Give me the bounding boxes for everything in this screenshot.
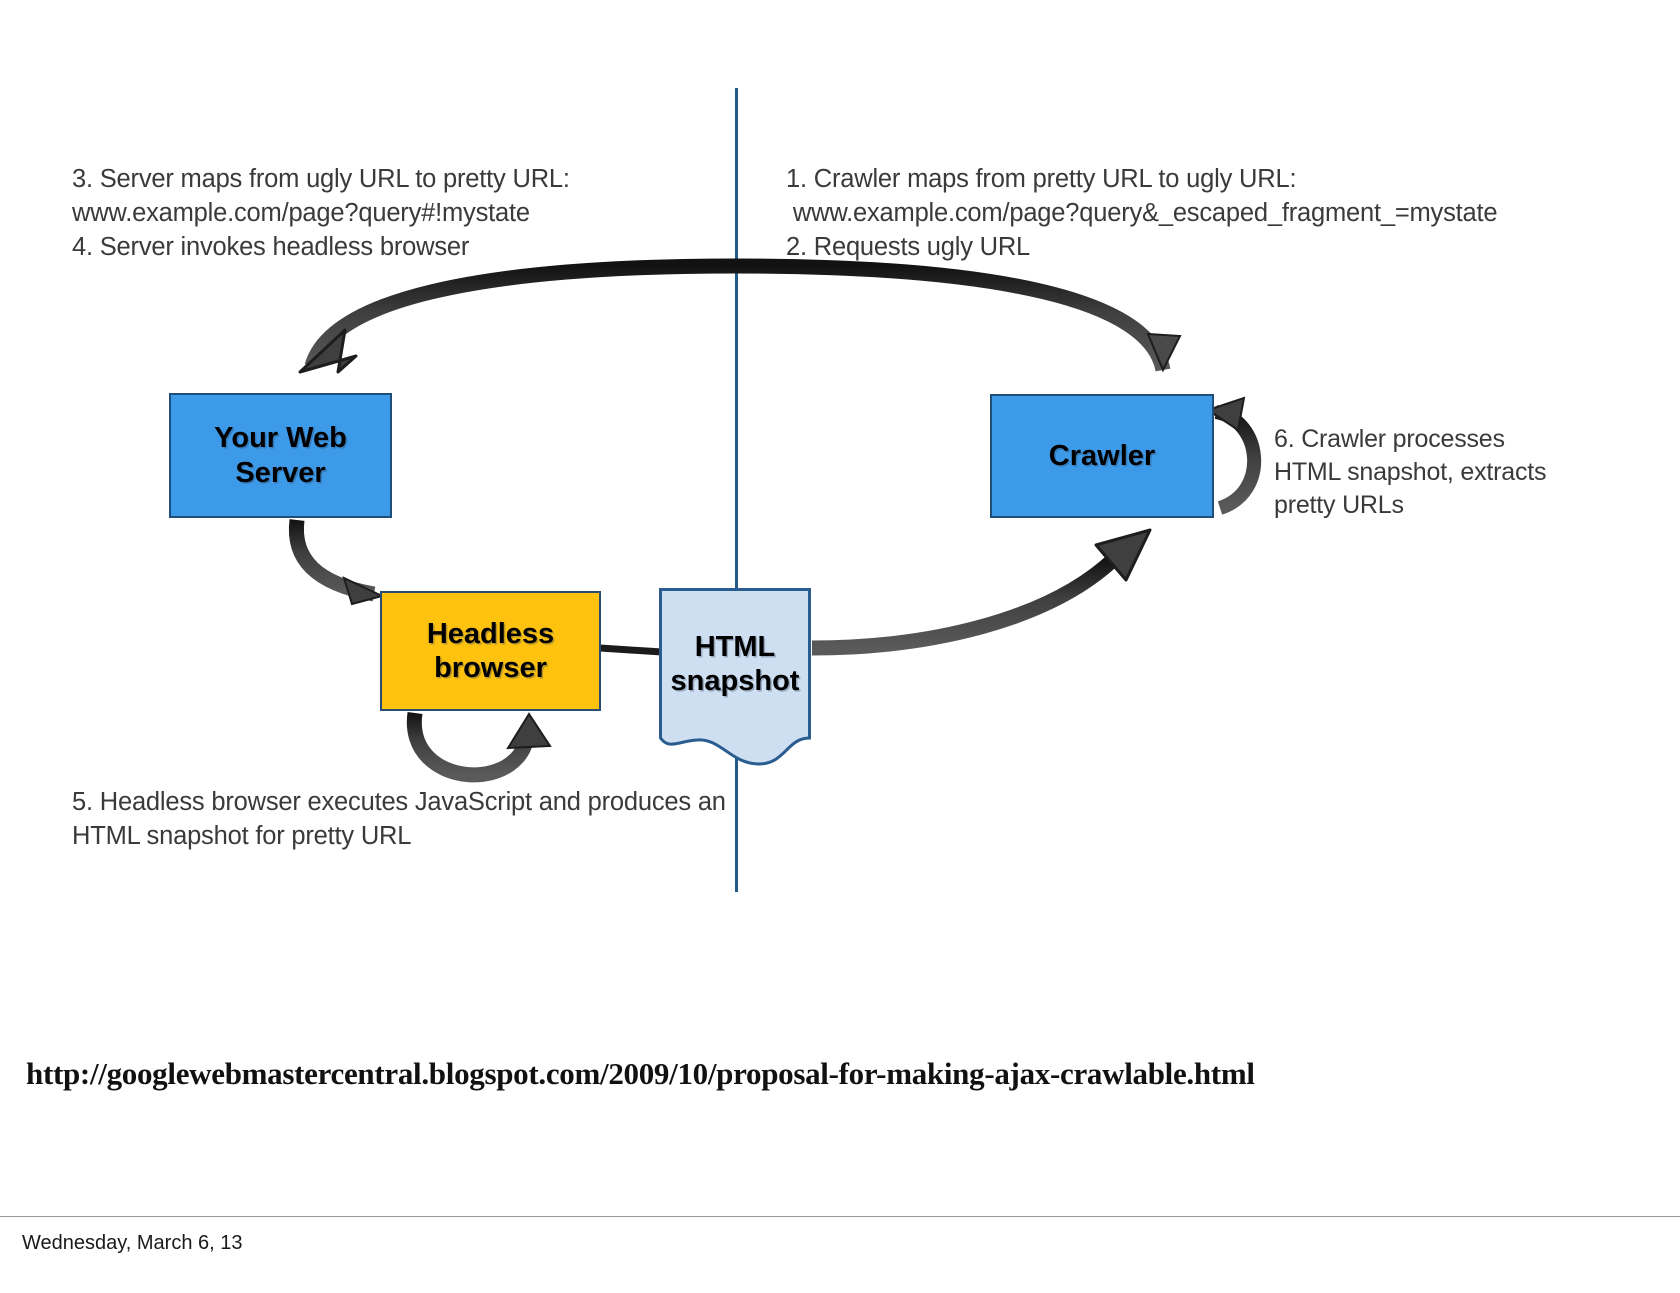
node-html-snapshot[interactable]: HTML snapshot [659, 588, 811, 766]
node-html-snapshot-label: HTML snapshot [670, 630, 800, 697]
arrows-layer [288, 258, 1261, 783]
source-url-link[interactable]: http://googlewebmastercentral.blogspot.c… [26, 1056, 1255, 1091]
slide-date: Wednesday, March 6, 13 [22, 1232, 243, 1254]
arrow-crawler-self-loop [1205, 396, 1261, 515]
vertical-divider-line [735, 88, 738, 892]
node-headless-browser[interactable]: Headless browser [380, 591, 601, 711]
annotation-server-steps: 3. Server maps from ugly URL to pretty U… [72, 165, 570, 261]
arrow-headless-self-loop [406, 711, 552, 783]
node-your-web-server[interactable]: Your Web Server [169, 393, 392, 518]
node-headless-browser-label: Headless browser [426, 617, 555, 684]
document-shape-icon [659, 588, 811, 766]
diagram: 3. Server maps from ugly URL to pretty U… [72, 88, 1547, 892]
connector-headless-to-snapshot [599, 644, 663, 656]
annotation-step-6: 6. Crawler processes HTML snapshot, extr… [1274, 425, 1547, 519]
node-crawler[interactable]: Crawler [990, 394, 1214, 518]
footer-divider [0, 1216, 1680, 1217]
arrow-server-to-headless [288, 519, 385, 606]
annotation-crawler-steps: 1. Crawler maps from pretty URL to ugly … [786, 165, 1498, 261]
node-your-web-server-label: Your Web Server [214, 422, 347, 489]
arrow-crawler-to-server [298, 258, 1182, 374]
arrow-snapshot-to-crawler [811, 528, 1152, 656]
node-crawler-label: Crawler [1048, 439, 1156, 472]
annotation-step-5: 5. Headless browser executes JavaScript … [72, 788, 726, 850]
